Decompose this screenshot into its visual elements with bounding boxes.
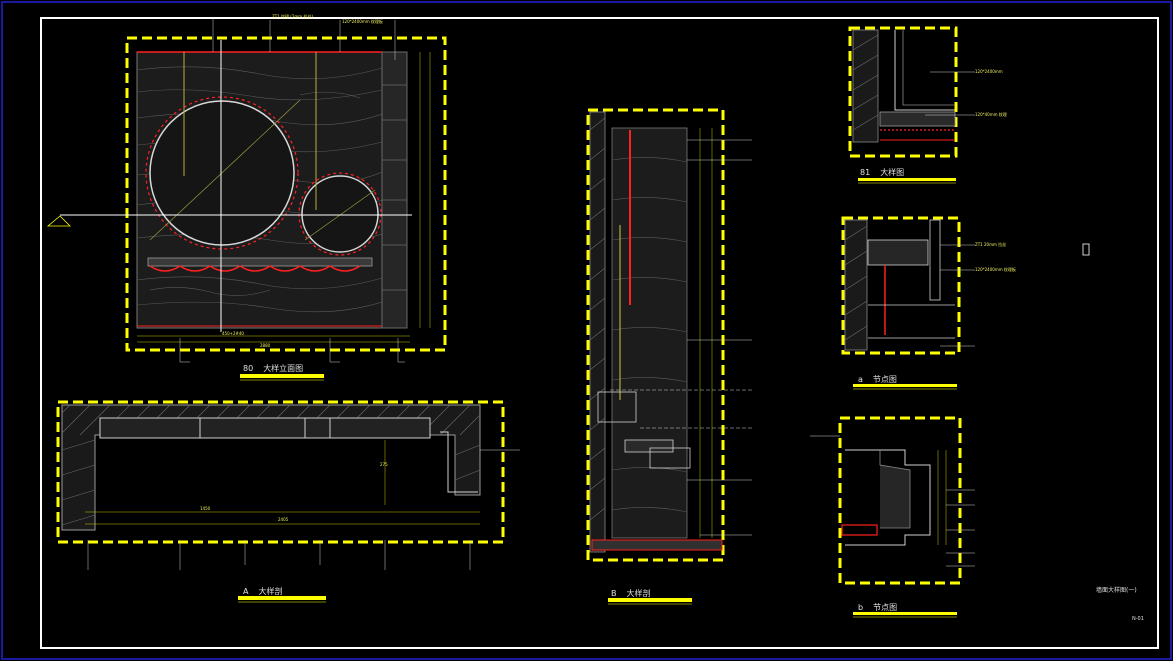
sheet-border [40,17,1159,649]
marker-symbol [1082,243,1090,256]
section-view-B [586,108,752,605]
detail-view-a [841,216,975,390]
elevation-view-80 [46,18,447,381]
detail-view-b [810,416,975,618]
detail-view-81 [848,26,975,184]
section-view-A [56,400,520,603]
